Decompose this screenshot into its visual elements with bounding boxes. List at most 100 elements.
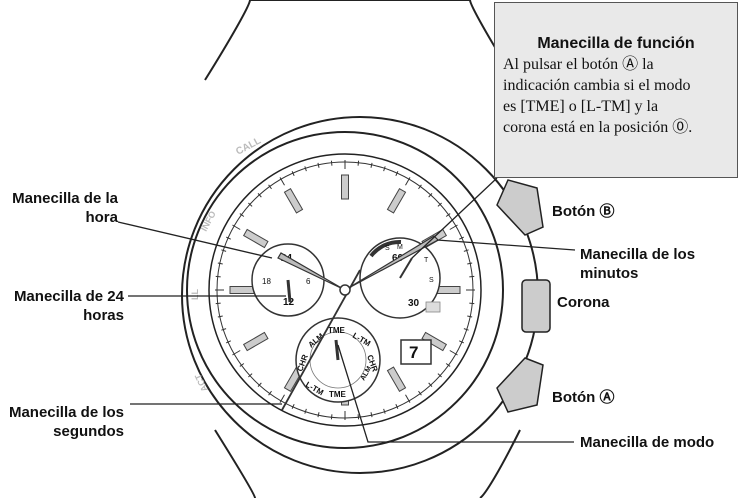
subdial-mode-label-tme-bottom: TME — [329, 390, 347, 399]
minute-tick — [370, 412, 373, 418]
minute-tick — [279, 394, 285, 403]
label-button-a: Botón Ⓐ — [552, 389, 615, 406]
callout-line-2: indicación cambia si el modo — [503, 77, 691, 94]
minute-tick — [279, 177, 285, 186]
minute-tick — [215, 275, 221, 278]
hour-hand — [277, 252, 346, 291]
hour-marker — [229, 286, 255, 294]
date-window — [400, 339, 432, 365]
minute-tick — [463, 328, 469, 331]
minute-tick — [226, 236, 232, 240]
minute-tick — [428, 382, 433, 387]
subdial-minutes-arc — [369, 239, 402, 258]
hand-24h — [286, 279, 292, 303]
minute-tick — [317, 412, 320, 418]
hour-marker — [386, 366, 407, 393]
minute-tick — [469, 302, 475, 305]
minute-tick — [449, 350, 458, 356]
button-b-pusher — [496, 179, 544, 236]
label-mode-hand: Manecilla de modo — [580, 434, 715, 451]
subdial-minutes-marker — [425, 301, 441, 313]
hour-marker — [242, 331, 269, 352]
minute-tick — [395, 403, 399, 409]
subdial-minutes-label-m: M — [397, 244, 403, 251]
leader-minutes-hand — [436, 239, 576, 251]
button-a-pusher — [496, 357, 544, 413]
label-seconds-hand: Manecilla de los segundos — [0, 403, 124, 441]
minute-tick — [226, 340, 232, 344]
minute-tick — [449, 224, 458, 230]
upper-strap — [204, 0, 516, 81]
subdial-minutes-label-30: 30 — [408, 298, 420, 309]
minute-tick — [463, 249, 469, 252]
label-24h-hand-line-2: horas — [83, 307, 124, 324]
minute-hand — [344, 235, 439, 291]
subdial-mode-label-tme-top: TME — [328, 326, 346, 335]
minute-tick — [383, 408, 386, 414]
minute-tick — [317, 162, 320, 168]
subdial-24h-label-12: 12 — [283, 297, 295, 308]
minute-tick — [405, 394, 411, 403]
center-pin — [339, 284, 351, 296]
minute-tick — [418, 184, 422, 190]
function-hand-callout: Manecilla de función Al pulsar el botón … — [494, 2, 738, 178]
minute-tick — [437, 202, 442, 207]
minute-tick — [304, 166, 307, 172]
minute-tick — [257, 193, 262, 198]
callout-title: Manecilla de función — [537, 35, 695, 52]
bezel-mark-ll: LL — [190, 289, 200, 300]
callout-line-3: es [TME] o [L-TM] y la — [503, 98, 659, 115]
minute-tick — [395, 171, 399, 177]
minute-tick — [418, 390, 422, 396]
label-hour-hand-line-2: hora — [85, 209, 118, 226]
minute-tick — [217, 315, 223, 318]
label-minutes-hand-line-1: Manecilla de los — [580, 246, 696, 263]
label-hour-hand: Manecilla de la hora — [0, 189, 118, 227]
minute-tick — [445, 363, 451, 367]
minute-tick — [330, 414, 333, 420]
leader-function-hand — [411, 177, 498, 259]
minute-tick — [239, 213, 245, 217]
minute-tick — [291, 403, 295, 409]
label-seconds-hand-line-1: Manecilla de los — [8, 404, 124, 421]
minute-tick — [215, 302, 221, 305]
minute-tick — [405, 177, 411, 186]
minute-tick — [370, 162, 373, 168]
minute-tick — [467, 262, 473, 265]
label-minutes-hand: Manecilla de los minutos — [580, 245, 695, 283]
minute-tick — [467, 315, 473, 318]
minute-tick — [221, 249, 227, 252]
callout-line-1: Al pulsar el botón Ⓐ la — [503, 56, 654, 73]
subdial-24h-label-6: 6 — [306, 277, 311, 286]
minute-tick — [268, 390, 272, 396]
minute-tick — [232, 350, 241, 356]
minute-tick — [458, 236, 464, 240]
hour-marker — [283, 187, 304, 214]
minute-tick — [304, 408, 307, 414]
minute-tick — [291, 171, 295, 177]
minute-tick — [357, 414, 360, 420]
minute-tick — [330, 160, 333, 166]
date-value: 7 — [409, 343, 418, 362]
leader-hour-hand — [117, 221, 273, 259]
minute-tick — [437, 373, 442, 378]
minute-tick — [217, 262, 223, 265]
mode-hand — [334, 339, 340, 361]
minute-tick — [232, 224, 241, 230]
minute-tick — [257, 382, 262, 387]
minute-tick — [383, 166, 386, 172]
label-crown: Corona — [557, 294, 610, 311]
minute-tick — [221, 328, 227, 331]
crown-knob — [521, 279, 551, 333]
subdial-24h-label-18: 18 — [262, 277, 271, 286]
hour-marker — [421, 331, 448, 352]
label-hour-hand-line-1: Manecilla de la — [12, 190, 118, 207]
minute-ticks — [215, 160, 475, 420]
lower-strap — [214, 429, 521, 498]
subdial-minutes-label-t: T — [424, 257, 429, 264]
hour-marker — [242, 228, 269, 249]
minute-tick — [428, 193, 433, 198]
label-seconds-hand-line-2: segundos — [53, 423, 124, 440]
minute-tick — [458, 340, 464, 344]
